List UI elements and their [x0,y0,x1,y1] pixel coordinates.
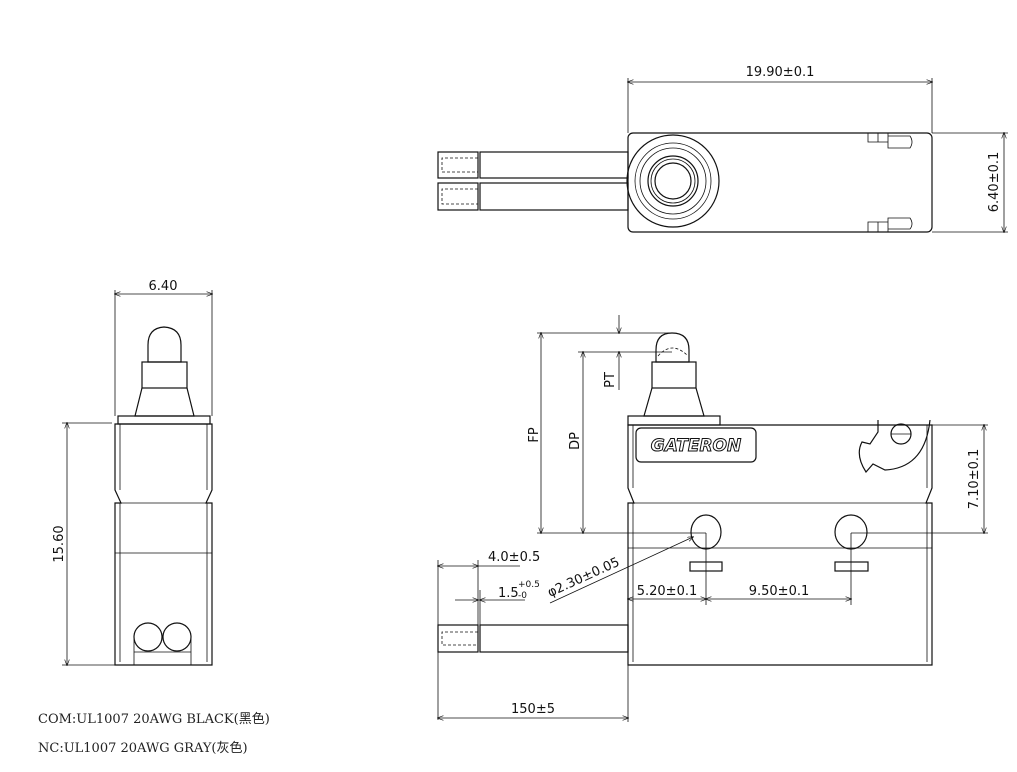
tin-length-base: 1.5 [498,586,519,601]
note-com-wire: COM:UL1007 20AWG BLACK(黑色) [38,711,270,727]
side-view: 6.40 15.60 [52,279,212,665]
tin-tol-minus: -0 [518,591,527,601]
pt-label: PT [603,372,618,388]
dp-label: DP [568,432,583,450]
side-plunger-dome [147,326,182,363]
fp-label: FP [527,427,542,442]
top-view: 19.90±0.1 6.40±0.1 [437,65,1008,232]
wire-length-dim: 150±5 [511,702,555,717]
note-nc-wire: NC:UL1007 20AWG GRAY(灰色) [38,740,248,756]
front-view: GATERON FP DP PT 7.10±0.1 4.0±0.5 [438,315,988,722]
strip-length-dim: 4.0±0.5 [488,550,540,565]
logo-box [635,427,757,463]
plunger-top-circles [626,134,720,228]
top-wires [437,151,629,211]
hole-dim: φ2.30±0.05 [545,555,622,601]
side-height-dim: 15.60 [52,525,67,562]
tin-tol-plus: +0.5 [518,580,540,590]
top-height-dim: 6.40±0.1 [987,152,1002,213]
top-notches [867,133,913,232]
side-width-dim: 6.40 [149,279,178,294]
hole-pitch-dim: 9.50±0.1 [749,584,810,599]
top-width-dim: 19.90±0.1 [746,65,815,80]
brand-logo: GATERON [651,436,741,456]
hole1-offset-dim: 5.20±0.1 [637,584,698,599]
front-height-dim: 7.10±0.1 [967,449,982,510]
